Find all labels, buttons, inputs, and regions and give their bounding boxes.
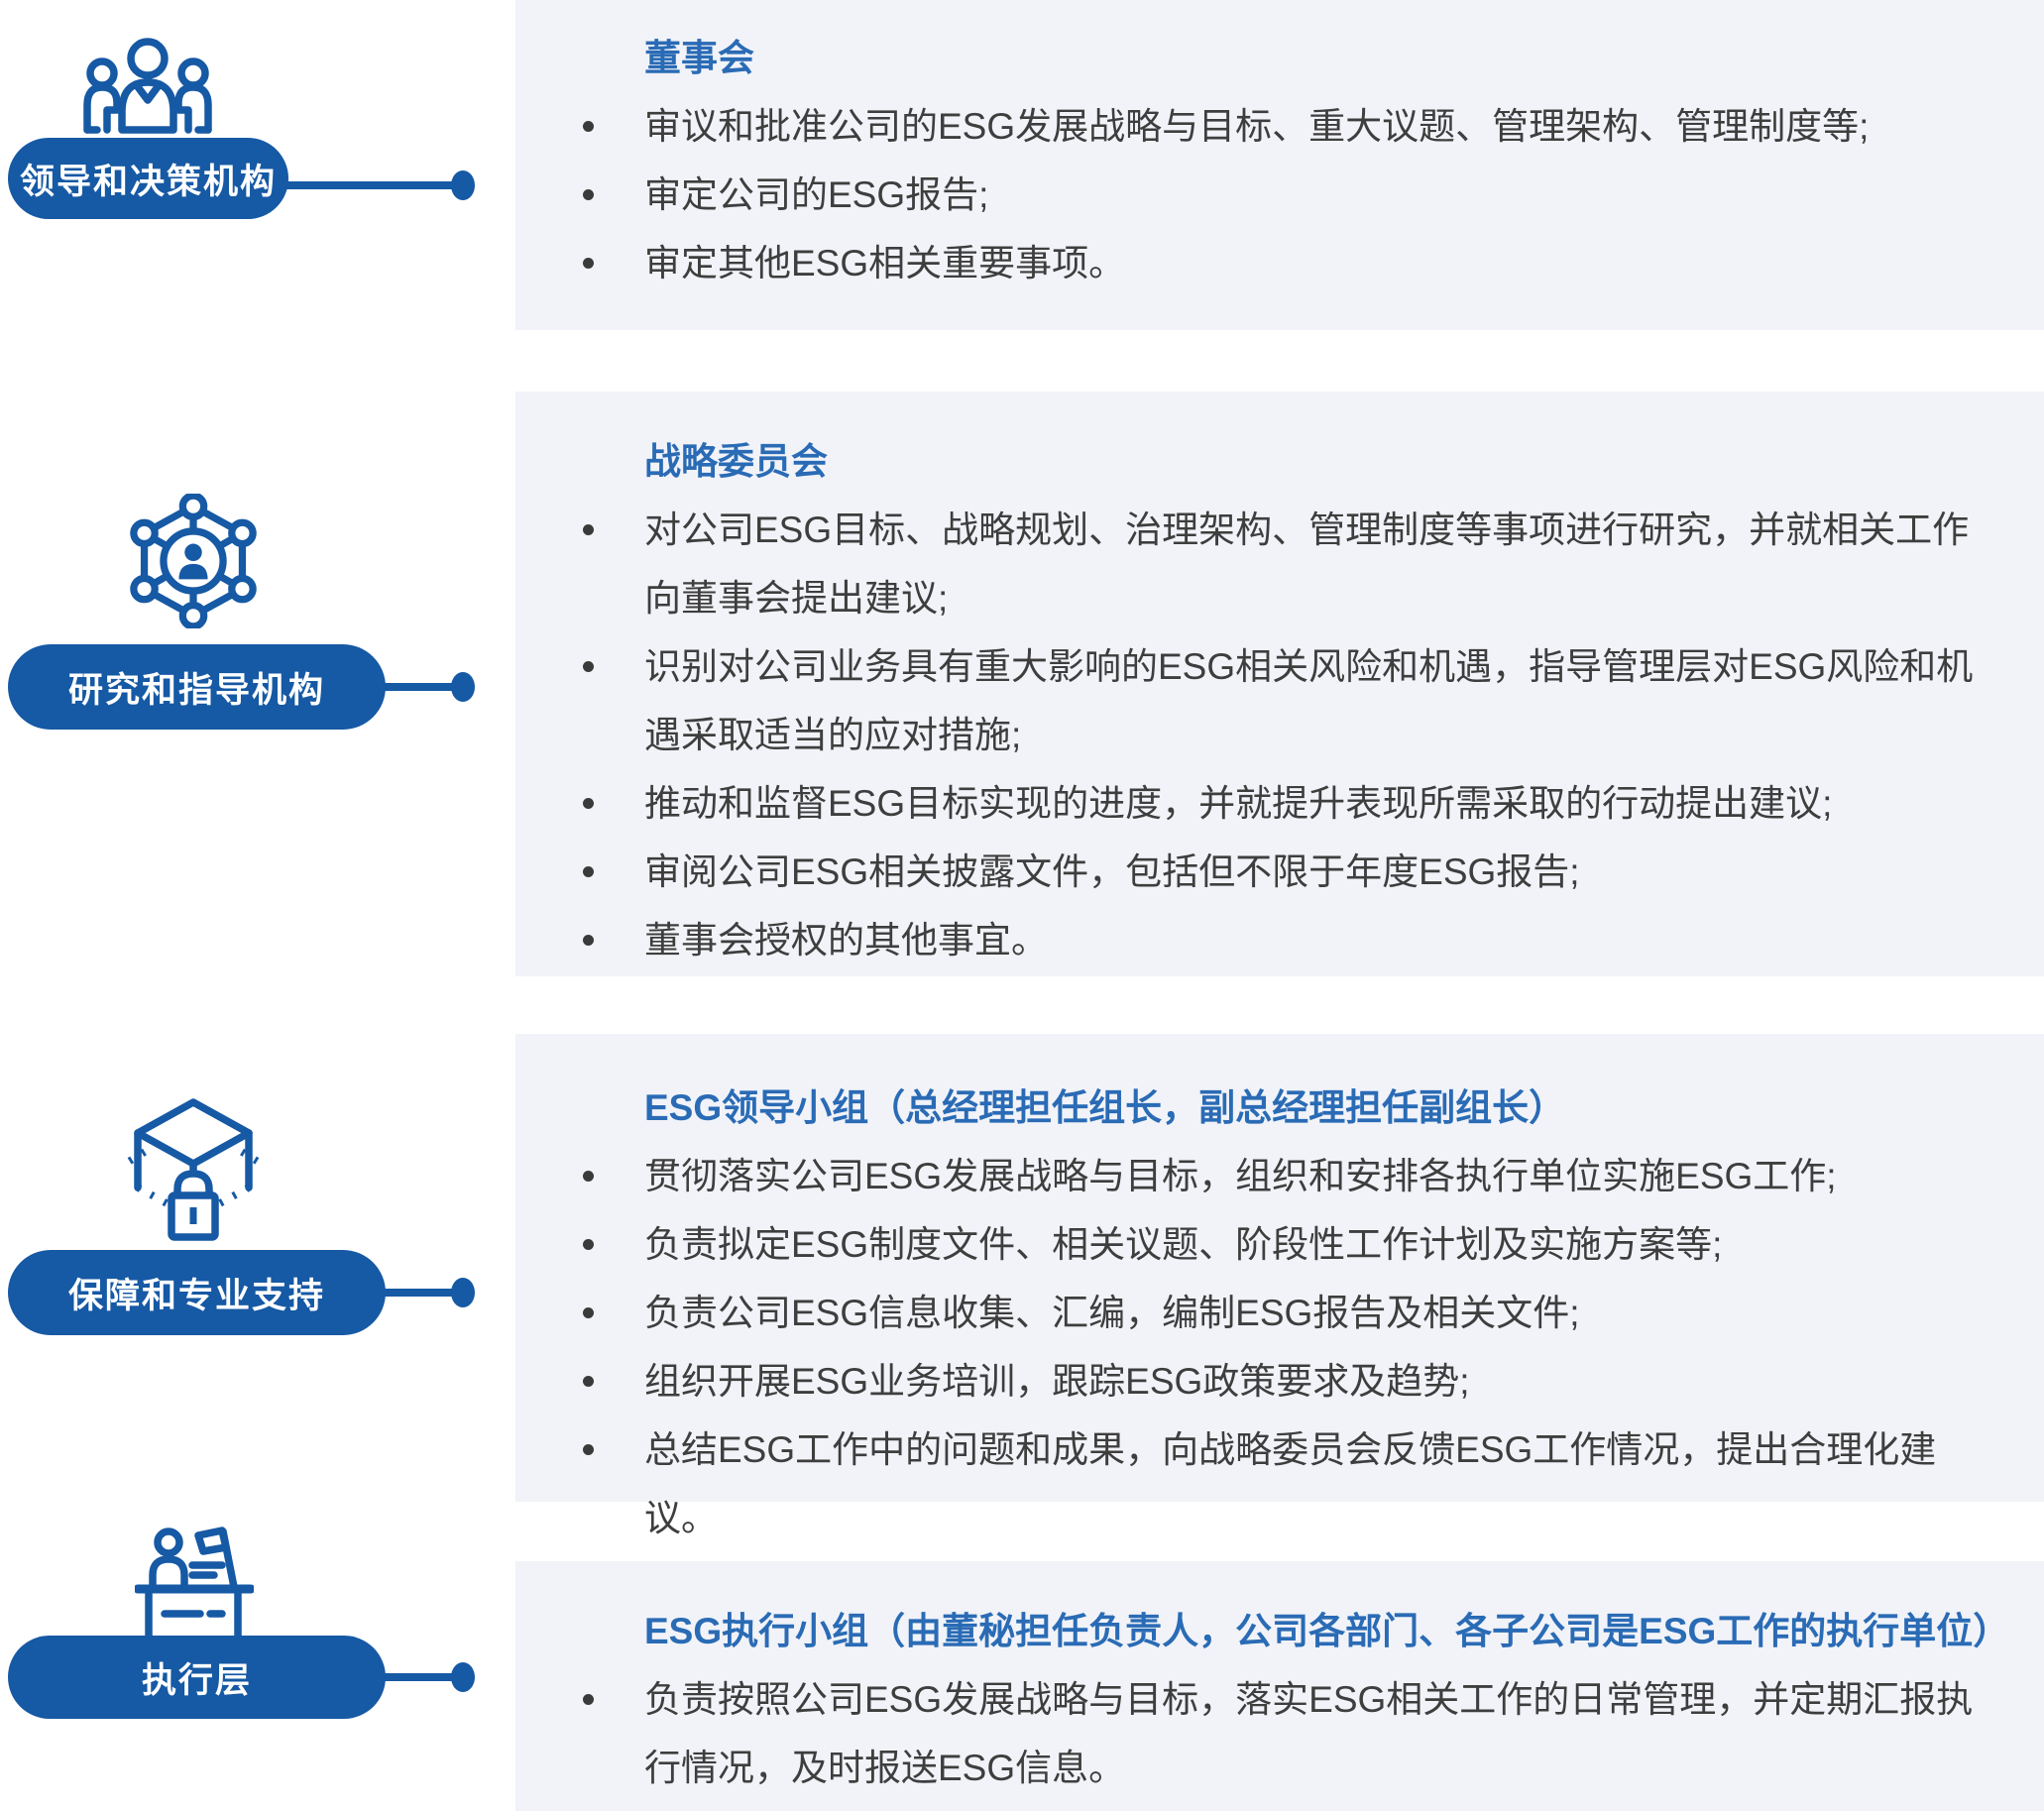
bullet-item: 负责公司ESG信息收集、汇编，编制ESG报告及相关文件;	[583, 1279, 1992, 1347]
content-box-esg-leading-group: ESG领导小组（总经理担任组长，副总经理担任副组长） 贯彻落实公司ESG发展战略…	[515, 1034, 2044, 1538]
bullet-item: 组织开展ESG业务培训，跟踪ESG政策要求及趋势;	[583, 1347, 1992, 1415]
bullet-item: 董事会授权的其他事宜。	[583, 906, 1992, 974]
bullet-item: 审定公司的ESG报告;	[583, 161, 1992, 229]
network-person-icon	[130, 494, 257, 628]
connector-line	[379, 683, 462, 691]
bullet-item: 审定其他ESG相关重要事项。	[583, 229, 1992, 297]
connector-dot	[451, 1278, 475, 1307]
connector-line	[379, 1673, 462, 1681]
connector-line	[282, 181, 462, 189]
pill-label: 领导和决策机构	[19, 162, 277, 201]
bullet-item: 审议和批准公司的ESG发展战略与目标、重大议题、管理架构、管理制度等;	[583, 92, 1992, 161]
bullet-item: 识别对公司业务具有重大影响的ESG相关风险和机遇，指导管理层对ESG风险和机遇采…	[583, 632, 1992, 769]
bullet-list: 负责按照公司ESG发展战略与目标，落实ESG相关工作的日常管理，并定期汇报执行情…	[583, 1665, 1992, 1802]
bullet-list: 审议和批准公司的ESG发展战略与目标、重大议题、管理架构、管理制度等;审定公司的…	[583, 92, 1992, 297]
bullet-item: 总结ESG工作中的问题和成果，向战略委员会反馈ESG工作情况，提出合理化建议。	[583, 1415, 1992, 1552]
connector-line	[379, 1289, 462, 1297]
box-title: 战略委员会	[644, 441, 828, 482]
pill-leadership-decision-body: 领导和决策机构	[8, 138, 288, 219]
bullet-item: 审阅公司ESG相关披露文件，包括但不限于年度ESG报告;	[583, 838, 1992, 906]
box-title: ESG执行小组（由董秘担任负责人，公司各部门、各子公司是ESG工作的执行单位）	[644, 1611, 2010, 1651]
content-box-strategy-committee: 战略委员会 对公司ESG目标、战略规划、治理架构、管理制度等事项进行研究，并就相…	[515, 392, 2044, 976]
bullet-item: 负责拟定ESG制度文件、相关议题、阶段性工作计划及实施方案等;	[583, 1210, 1992, 1279]
connector-dot	[451, 170, 475, 200]
pill-label: 保障和专业支持	[67, 1276, 325, 1315]
bullet-item: 负责按照公司ESG发展战略与目标，落实ESG相关工作的日常管理，并定期汇报执行情…	[583, 1665, 1992, 1802]
box-title: ESG领导小组（总经理担任组长，副总经理担任副组长）	[644, 1087, 1566, 1128]
pill-support-professional: 保障和专业支持	[8, 1250, 386, 1335]
connector-dot	[451, 672, 475, 702]
people-group-icon	[83, 38, 212, 134]
bullet-list: 贯彻落实公司ESG发展战略与目标，组织和安排各执行单位实施ESG工作;负责拟定E…	[583, 1142, 1992, 1552]
box-title: 董事会	[644, 38, 754, 78]
content-box-esg-execution-group: ESG执行小组（由董秘担任负责人，公司各部门、各子公司是ESG工作的执行单位） …	[515, 1561, 2044, 1811]
pill-label: 研究和指导机构	[67, 670, 325, 710]
bullet-item: 推动和监督ESG目标实现的进度，并就提升表现所需采取的行动提出建议;	[583, 769, 1992, 838]
bullet-list: 对公司ESG目标、战略规划、治理架构、管理制度等事项进行研究，并就相关工作向董事…	[583, 496, 1992, 974]
bullet-item: 贯彻落实公司ESG发展战略与目标，组织和安排各执行单位实施ESG工作;	[583, 1142, 1992, 1210]
secure-box-lock-icon	[120, 1098, 267, 1241]
pill-label: 执行层	[141, 1660, 252, 1700]
content-box-board: 董事会 审议和批准公司的ESG发展战略与目标、重大议题、管理架构、管理制度等;审…	[515, 0, 2044, 330]
person-desk-icon	[135, 1527, 254, 1638]
pill-research-guidance-body: 研究和指导机构	[8, 644, 386, 730]
connector-dot	[451, 1662, 475, 1692]
pill-execution-layer: 执行层	[8, 1636, 386, 1719]
bullet-item: 对公司ESG目标、战略规划、治理架构、管理制度等事项进行研究，并就相关工作向董事…	[583, 496, 1992, 632]
